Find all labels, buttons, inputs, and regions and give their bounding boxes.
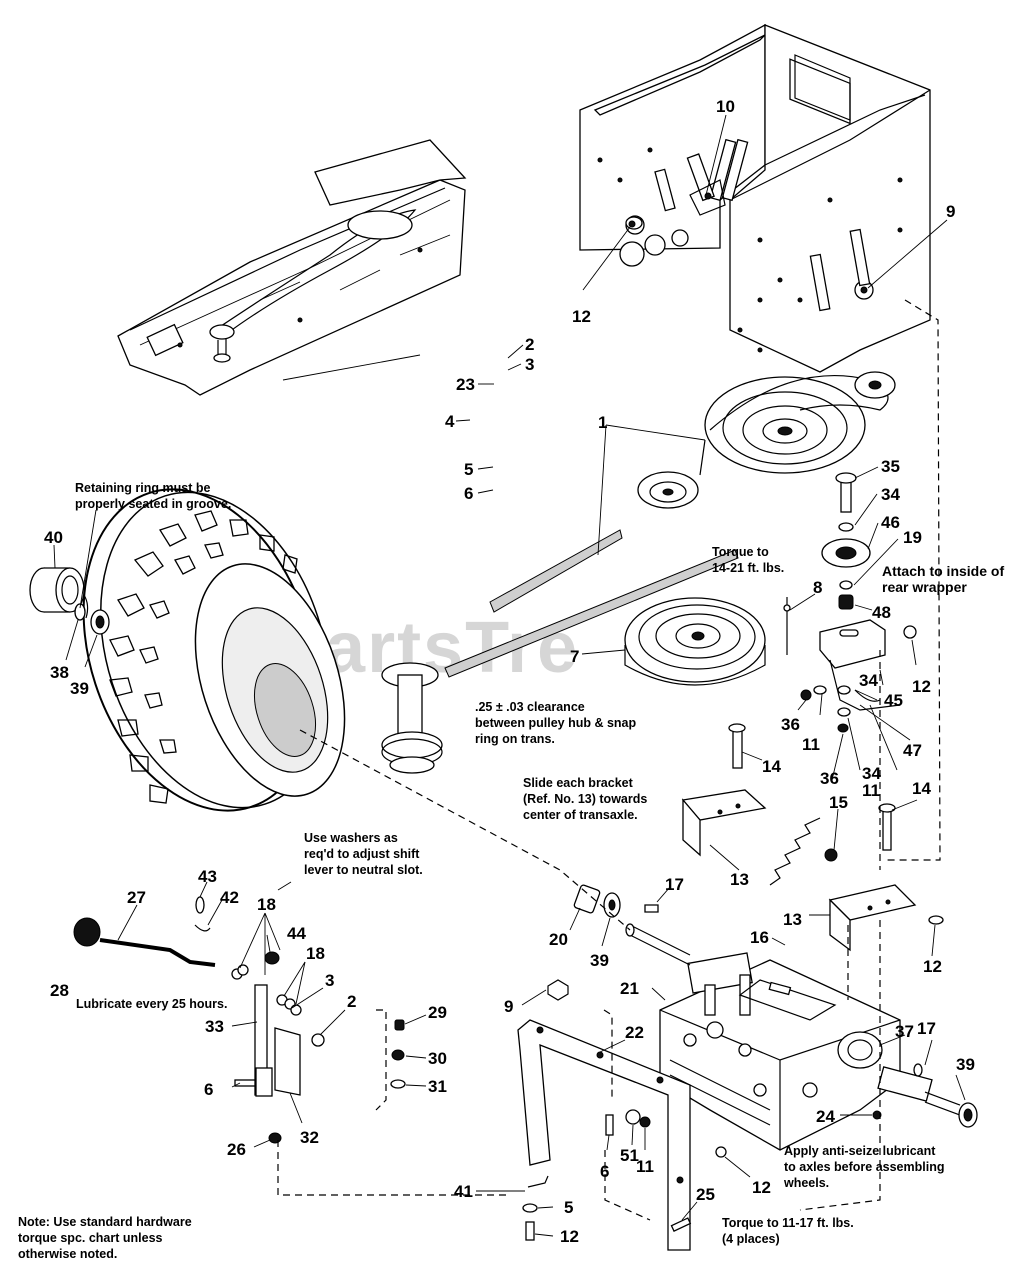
callout-6: 6	[464, 484, 473, 503]
bolts-14-15	[728, 723, 896, 862]
callout-9: 9	[946, 202, 955, 221]
callout-43: 43	[198, 867, 217, 886]
callout-4: 4	[445, 412, 455, 431]
callout-5: 5	[564, 1198, 573, 1217]
note-anti-seize: Apply anti-seize lubricant to axles befo…	[783, 1144, 948, 1190]
callout-7: 7	[570, 647, 579, 666]
callout-numbers: 1 2 3 23 4 5 6 10 12 9 35 34 46 19 48 8 …	[44, 97, 975, 1246]
callout-18: 18	[306, 944, 325, 963]
callout-35: 35	[881, 457, 900, 476]
axle-spacer	[381, 662, 443, 774]
callout-39: 39	[590, 951, 609, 970]
callout-5: 5	[464, 460, 473, 479]
callout-12: 12	[923, 957, 942, 976]
leader-lines	[53, 114, 966, 1237]
callout-16: 16	[750, 928, 769, 947]
tractor-frame-overview	[117, 139, 467, 396]
callout-20: 20	[549, 930, 568, 949]
callout-13: 13	[730, 870, 749, 889]
hub-bearing-parts	[29, 567, 110, 635]
drive-belt-assembly	[444, 371, 896, 686]
callout-12: 12	[912, 677, 931, 696]
callout-13: 13	[783, 910, 802, 929]
note-torque-11-17: Torque to 11-17 ft. lbs. (4 places)	[722, 1216, 857, 1246]
callout-22: 22	[625, 1023, 644, 1042]
frame-bracket	[517, 979, 727, 1251]
assembly-notes: Retaining ring must be properly seated i…	[18, 481, 1008, 1261]
callout-14: 14	[912, 779, 931, 798]
callout-31: 31	[428, 1077, 447, 1096]
transaxle-brackets	[681, 789, 944, 952]
callout-42: 42	[220, 888, 239, 907]
note-use-washers: Use washers as req'd to adjust shift lev…	[304, 831, 423, 877]
callout-6: 6	[600, 1162, 609, 1181]
callout-12: 12	[560, 1227, 579, 1246]
callout-21: 21	[620, 979, 639, 998]
callout-11: 11	[636, 1157, 654, 1176]
callout-34: 34	[859, 671, 878, 690]
callout-1: 1	[598, 413, 607, 432]
callout-3: 3	[325, 971, 334, 990]
note-retaining-ring: Retaining ring must be properly seated i…	[75, 481, 231, 511]
rear-tire	[82, 488, 346, 812]
callout-11: 11	[862, 781, 880, 800]
callout-34: 34	[881, 485, 900, 504]
callout-10: 10	[716, 97, 735, 116]
callout-41: 41	[454, 1182, 473, 1201]
callout-30: 30	[428, 1049, 447, 1068]
callout-11: 11	[802, 735, 820, 754]
callout-33: 33	[205, 1017, 224, 1036]
spacer-20	[573, 884, 659, 918]
shift-linkage	[73, 896, 406, 1144]
callout-47: 47	[903, 741, 922, 760]
callout-25: 25	[696, 1185, 715, 1204]
note-slide-bracket: Slide each bracket (Ref. No. 13) towards…	[523, 776, 651, 822]
note-attach-inside: Attach to inside of rear wrapper	[882, 563, 1008, 595]
callout-36: 36	[820, 769, 839, 788]
callout-18: 18	[257, 895, 276, 914]
callout-37: 37	[895, 1022, 914, 1041]
callout-12: 12	[572, 307, 591, 326]
callout-2: 2	[347, 992, 356, 1011]
callout-28: 28	[50, 981, 69, 1000]
callout-15: 15	[829, 793, 848, 812]
note-standard-hardware: Note: Use standard hardware torque spc. …	[18, 1215, 195, 1261]
callout-46: 46	[881, 513, 900, 532]
callout-12: 12	[752, 1178, 771, 1197]
callout-40: 40	[44, 528, 63, 547]
callout-51: 51	[620, 1146, 639, 1165]
callout-48: 48	[872, 603, 891, 622]
callout-3: 3	[525, 355, 534, 374]
callout-29: 29	[428, 1003, 447, 1022]
callout-2: 2	[525, 335, 534, 354]
callout-45: 45	[884, 691, 903, 710]
callout-24: 24	[816, 1107, 835, 1126]
callout-6: 6	[204, 1080, 213, 1099]
callout-27: 27	[127, 888, 146, 907]
idler-bracket	[783, 597, 917, 733]
callout-38: 38	[50, 663, 69, 682]
callout-32: 32	[300, 1128, 319, 1147]
callout-34: 34	[862, 764, 881, 783]
callout-44: 44	[287, 924, 306, 943]
callout-26: 26	[227, 1140, 246, 1159]
idler-pulley-stack	[821, 472, 871, 610]
callout-8: 8	[813, 578, 822, 597]
callout-39: 39	[956, 1055, 975, 1074]
rear-frame	[579, 23, 931, 373]
callout-9: 9	[504, 997, 513, 1016]
callout-23: 23	[456, 375, 475, 394]
note-clearance: .25 ± .03 clearance between pulley hub &…	[475, 700, 640, 746]
callout-19: 19	[903, 528, 922, 547]
assembly-lines	[277, 299, 941, 1221]
note-torque-14-21: Torque to 14-21 ft. lbs.	[712, 545, 784, 575]
callout-36: 36	[781, 715, 800, 734]
note-lubricate: Lubricate every 25 hours.	[76, 997, 227, 1011]
callout-17: 17	[917, 1019, 936, 1038]
callout-17: 17	[665, 875, 684, 894]
callout-14: 14	[762, 757, 781, 776]
callout-39: 39	[70, 679, 89, 698]
